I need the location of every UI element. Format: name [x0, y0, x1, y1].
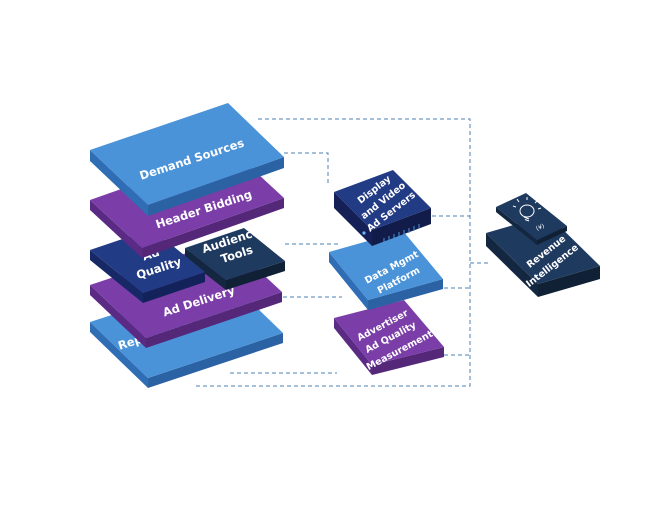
block-top — [486, 215, 600, 284]
block-side-right — [226, 261, 285, 290]
block-side-right — [148, 157, 284, 216]
block-side-left — [185, 248, 226, 290]
block-advertiser-measurement: Advertiser Ad Quality Measurement — [334, 300, 444, 375]
block-top — [329, 231, 443, 300]
block-side-left — [486, 233, 538, 297]
tile-side-right — [537, 226, 567, 245]
block-side-right — [146, 292, 282, 348]
server-status-light — [362, 231, 366, 235]
block-side-right — [143, 272, 205, 303]
block-top — [185, 228, 285, 280]
block-side-right — [368, 279, 443, 310]
block-ad-servers: Display and Video Ad Servers — [334, 170, 431, 246]
tile-top — [496, 193, 567, 240]
block-data-mgmt-platform: Data Mgmt Platform — [329, 231, 443, 310]
block-side-right — [538, 266, 600, 297]
connector-demand-to-right — [195, 118, 471, 387]
tile-side-left — [496, 207, 537, 245]
block-side-left — [90, 150, 148, 216]
block-side-right — [148, 333, 283, 388]
block-side-left — [90, 200, 142, 258]
connector-demand-to-adservers — [284, 152, 329, 183]
block-side-left — [90, 322, 148, 388]
lightbulb-tile: (¥) — [496, 193, 567, 245]
block-side-right — [372, 347, 444, 375]
lightbulb-icon — [512, 197, 542, 222]
lightbulb-badge: (¥) — [535, 223, 546, 233]
block-side-left — [90, 285, 146, 348]
block-top — [90, 229, 205, 293]
server-vent-grill — [383, 224, 420, 243]
connector-lines — [195, 118, 488, 387]
block-top — [334, 170, 431, 230]
block-side-left — [329, 252, 368, 310]
block-side-left — [90, 250, 143, 303]
block-top — [334, 300, 444, 365]
block-demand-sources: Demand Sources — [90, 103, 284, 216]
block-side-right — [372, 208, 431, 246]
block-top — [90, 103, 284, 205]
block-side-right — [142, 198, 284, 258]
block-side-left — [334, 318, 372, 375]
block-revenue-intelligence: Revenue Intelligence — [486, 215, 600, 297]
